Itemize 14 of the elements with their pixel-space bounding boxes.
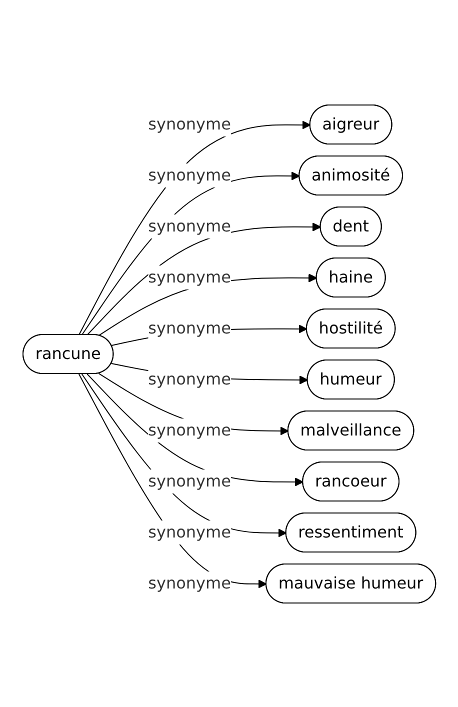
arrow <box>78 373 267 588</box>
edge-label: synonyme <box>148 114 231 133</box>
arrow <box>81 373 286 537</box>
arrow <box>78 120 310 335</box>
edge-label: synonyme <box>148 420 231 439</box>
edge-label: synonyme <box>148 165 231 184</box>
edge-label: synonyme <box>148 522 231 541</box>
edge-label: synonyme <box>148 572 231 592</box>
edge-label: synonyme <box>148 318 231 337</box>
edge-label: synonyme <box>148 368 231 388</box>
edge-label: synonyme <box>148 266 231 286</box>
edge-label: synonyme <box>148 470 231 490</box>
arrow <box>81 171 300 335</box>
edge-label: synonyme <box>148 216 231 235</box>
